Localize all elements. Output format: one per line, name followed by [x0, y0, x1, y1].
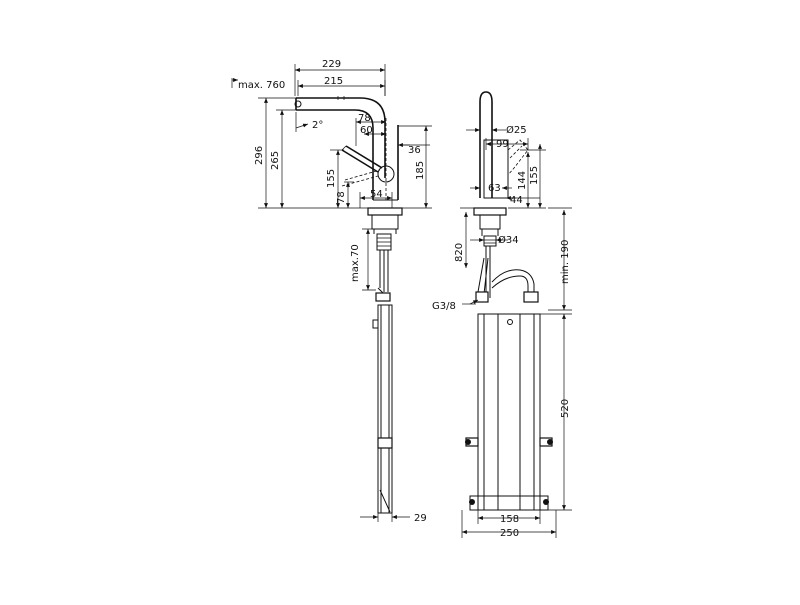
dim-min-190: min. 190	[560, 240, 571, 284]
dim-158: 158	[500, 514, 519, 525]
dim-144: 144	[517, 171, 528, 190]
dim-296: 296	[254, 146, 265, 165]
hose-guide	[377, 304, 393, 514]
dim-185: 185	[415, 161, 426, 180]
dim-max-760: max. 760	[238, 80, 285, 91]
faucet-base	[367, 207, 403, 216]
dim-820: 820	[454, 243, 465, 262]
dim-99: 99	[496, 139, 509, 150]
dim-215: 215	[324, 76, 343, 87]
dim-155-right: 155	[529, 166, 540, 185]
spout-column	[479, 91, 493, 198]
dim-520: 520	[560, 399, 571, 418]
dim-dia-25: Ø25	[506, 124, 527, 136]
dim-36: 36	[408, 145, 421, 156]
side-view: max. 760 229 215 2° 78 60 36 296 265	[231, 59, 432, 524]
dim-dia-34: Ø34	[498, 234, 519, 246]
dim-78-vertical: 78	[336, 191, 347, 204]
front-base	[473, 207, 507, 216]
dim-44: 44	[510, 195, 523, 206]
dim-angle: 2°	[312, 120, 323, 131]
lever-handle	[341, 149, 379, 173]
thread-size: G3/8	[432, 301, 456, 312]
dim-29: 29	[414, 513, 427, 524]
dim-60: 60	[360, 125, 373, 136]
dim-265: 265	[270, 151, 281, 170]
dim-78: 78	[358, 113, 371, 124]
dim-229: 229	[322, 59, 341, 70]
weight-housing	[477, 313, 541, 511]
dim-155-left: 155	[326, 169, 337, 188]
dim-250: 250	[500, 528, 519, 539]
spray-head	[294, 100, 302, 108]
dim-63: 63	[488, 183, 501, 194]
dim-54: 54	[370, 189, 383, 200]
dim-max-70: max.70	[350, 244, 361, 282]
front-view: Ø25 99 144 155 63 44 Ø34 820 min. 190	[432, 91, 572, 539]
